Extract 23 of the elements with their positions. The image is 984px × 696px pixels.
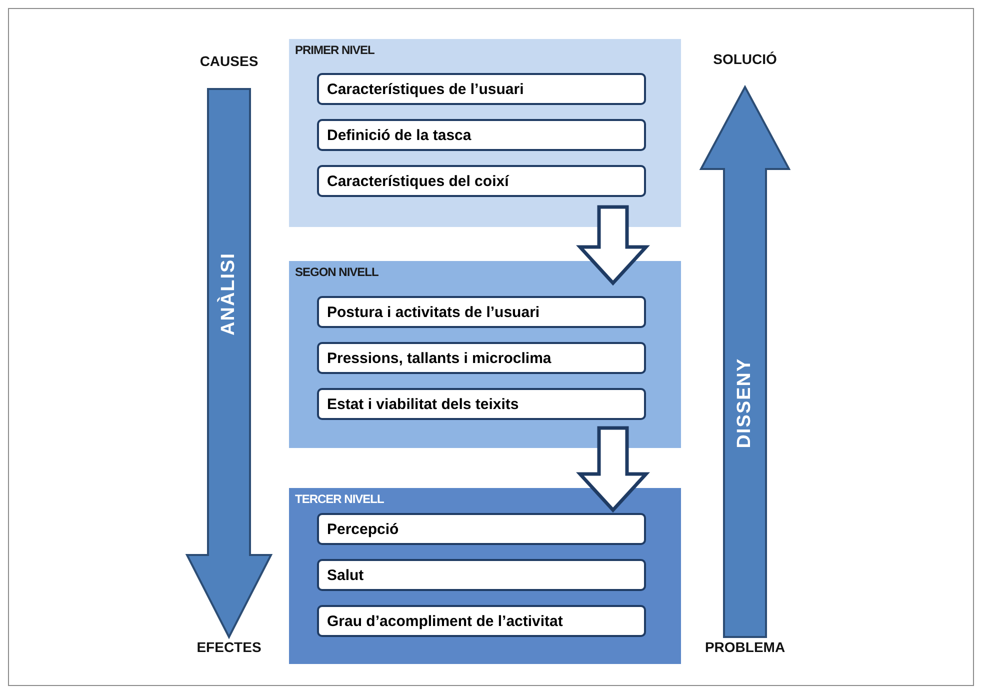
arrow-label: ANÀLISI: [218, 252, 240, 336]
arrow-label: DISSENY: [734, 358, 756, 448]
level-heading: TERCER NIVELL: [295, 492, 384, 506]
factor-box: Pressions, tallants i microclima: [317, 342, 646, 374]
end-label: CAUSES: [200, 53, 258, 69]
factor-box: Definició de la tasca: [317, 119, 646, 151]
factor-box: Grau d’acompliment de l’activitat: [317, 605, 646, 637]
end-label: PROBLEMA: [704, 639, 786, 655]
factor-box: Salut: [317, 559, 646, 591]
end-label: EFECTES: [196, 639, 262, 655]
level-heading: PRIMER NIVEL: [295, 43, 374, 57]
block-arrow: [576, 205, 650, 286]
level-panel: [289, 39, 681, 227]
level-panel: [289, 261, 681, 448]
level-heading: SEGON NIVELL: [295, 265, 378, 279]
level-panel: [289, 488, 681, 664]
factor-box: Característiques de l’usuari: [317, 73, 646, 105]
end-label: SOLUCIÓ: [713, 51, 777, 67]
factor-box: Característiques del coixí: [317, 165, 646, 197]
factor-box: Percepció: [317, 513, 646, 545]
block-arrow: [576, 426, 650, 513]
factor-box: Postura i activitats de l’usuari: [317, 296, 646, 328]
factor-box: Estat i viabilitat dels teixits: [317, 388, 646, 420]
